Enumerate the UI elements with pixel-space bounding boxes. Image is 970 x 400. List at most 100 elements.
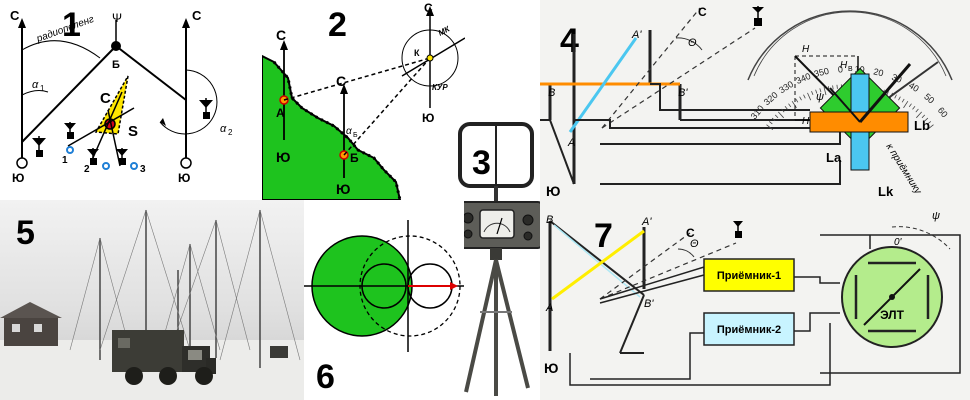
hb-label: H: [840, 60, 848, 71]
scale-label: 350: [813, 66, 830, 79]
scale-tick: [886, 91, 889, 96]
scale-tick: [823, 87, 827, 96]
point-s-label: S: [128, 123, 138, 140]
alpha1-label: α: [32, 79, 39, 91]
p4-b-label: B: [548, 87, 555, 99]
receiver-2-box: [703, 312, 795, 346]
mk-label: МК: [437, 24, 452, 38]
blue-loop-line: [568, 37, 638, 133]
scale-tick: [788, 103, 792, 108]
panel-7-svg: 7 Ю B B' A A' С Θ: [544, 210, 961, 386]
house: [0, 302, 62, 346]
tower-icon-station-3: [116, 148, 128, 165]
tripod-leg-left: [464, 259, 498, 393]
point-b-label: Б: [112, 59, 120, 71]
panel-5-number: 5: [16, 214, 35, 252]
compass-north-label: С: [424, 1, 433, 15]
point-b-label: Б: [350, 151, 359, 165]
scale-label: 60: [936, 105, 950, 119]
scale-label: 310: [749, 103, 766, 121]
receiver-2-label: Приёмник-2: [717, 324, 781, 336]
compass-south-label: Ю: [422, 111, 434, 125]
yellow-loop-line: [551, 229, 645, 301]
h-label: H: [802, 44, 810, 55]
panel-3-svg: 3: [455, 122, 543, 396]
scale-label: 340: [794, 71, 812, 86]
land-area: [262, 54, 402, 200]
panel-2-svg: 2 С Ю А С Ю Б α Б С Ю К МК КУР: [262, 1, 465, 200]
p4-north-label: С: [698, 5, 707, 19]
tower-icon-right: [199, 98, 213, 119]
p7-b-label: B: [546, 214, 553, 226]
direction-arrowhead: [450, 282, 458, 290]
p7-theta-label: Θ: [690, 238, 699, 250]
p7-a-prime-label: A': [641, 216, 652, 228]
scale-tick: [908, 103, 912, 108]
panel-7-crt-direction-finder-diagram: 7 Ю B B' A A' С Θ: [540, 203, 970, 400]
north-label-left: С: [10, 8, 20, 23]
scale-tick: [781, 108, 785, 113]
south-label-left: Ю: [12, 171, 24, 185]
south-label-right: Ю: [178, 171, 190, 185]
panel-4-svg: 4 Ю B B' A A' С Θ: [540, 5, 953, 199]
p7-zero-label: 0': [894, 237, 903, 248]
panel-3-number: 3: [472, 144, 491, 182]
station-2-marker: [102, 162, 110, 170]
p7-b-prime-label: B': [644, 298, 654, 310]
scale-label: 40: [907, 80, 921, 94]
station-1-marker: [66, 146, 74, 154]
point-a-label: А: [276, 106, 285, 120]
panel-6-svg: 6: [304, 220, 464, 396]
angle-b-label: α: [346, 126, 352, 137]
light-blue-loop-line: [553, 224, 641, 298]
receiver-1-label: Приёмник-1: [717, 270, 781, 282]
triangle-zone: [94, 75, 129, 135]
panel-4-goniometer-diagram: 4 Ю B B' A A' С Θ: [540, 0, 970, 203]
lk-label: Lk: [878, 184, 894, 199]
scale-tick: [903, 100, 909, 109]
panel-6-radiation-pattern: 6: [304, 200, 464, 400]
scale-tick: [915, 108, 919, 113]
p7-south-label: Ю: [544, 360, 558, 376]
alpha2-sub: 2: [228, 128, 233, 137]
scale-tick: [803, 94, 806, 99]
scale-tick: [924, 117, 929, 122]
ha-label: H: [802, 116, 810, 127]
p7-a-label: A: [545, 302, 553, 314]
scale-tick: [832, 85, 834, 90]
tower-icon-left: [32, 136, 46, 157]
scale-tick: [894, 94, 897, 99]
station-1-label: 1: [62, 155, 68, 166]
panel-1-svg: 1 С Ю С Ю Ψ Б радиопеленг α 1 α 2: [10, 6, 233, 185]
station-3-label: 3: [140, 164, 146, 175]
scale-label: 320: [762, 90, 780, 107]
p4-b-prime-label: B': [678, 87, 688, 99]
panel-6-number: 6: [316, 358, 335, 396]
scale-tick: [811, 91, 814, 96]
p4-psi-label: ψ: [816, 91, 824, 103]
scale-tick: [784, 106, 788, 110]
station-3-marker: [130, 162, 138, 170]
north-label-a: С: [276, 27, 286, 43]
scale-tick: [916, 111, 922, 119]
p4-south-label: Ю: [546, 183, 560, 199]
tripod-leg-right: [494, 259, 530, 389]
kur-label: КУР: [432, 83, 448, 92]
lb-label: Lb: [914, 118, 930, 133]
scale-label: 330: [777, 79, 795, 95]
scale-tick: [791, 100, 797, 109]
scale-tick: [771, 117, 776, 122]
station-2-label: 2: [84, 164, 90, 175]
south-label-a: Ю: [276, 149, 290, 165]
p7-north-label: С: [686, 226, 695, 240]
panel-5-field-station-photo: 5: [0, 200, 304, 400]
scale-tick: [768, 121, 773, 125]
scale-tick: [927, 121, 932, 125]
radio-truck: [112, 330, 216, 385]
p4-theta-label: Θ: [688, 37, 697, 49]
panel-5-svg: 5: [0, 200, 304, 400]
scale-tick: [778, 111, 784, 119]
north-label-b: С: [336, 73, 346, 89]
hb-sub: B: [848, 66, 853, 73]
panel-2-coastline-bearing-diagram: 2 С Ю А С Ю Б α Б С Ю К МК КУР: [262, 0, 465, 200]
